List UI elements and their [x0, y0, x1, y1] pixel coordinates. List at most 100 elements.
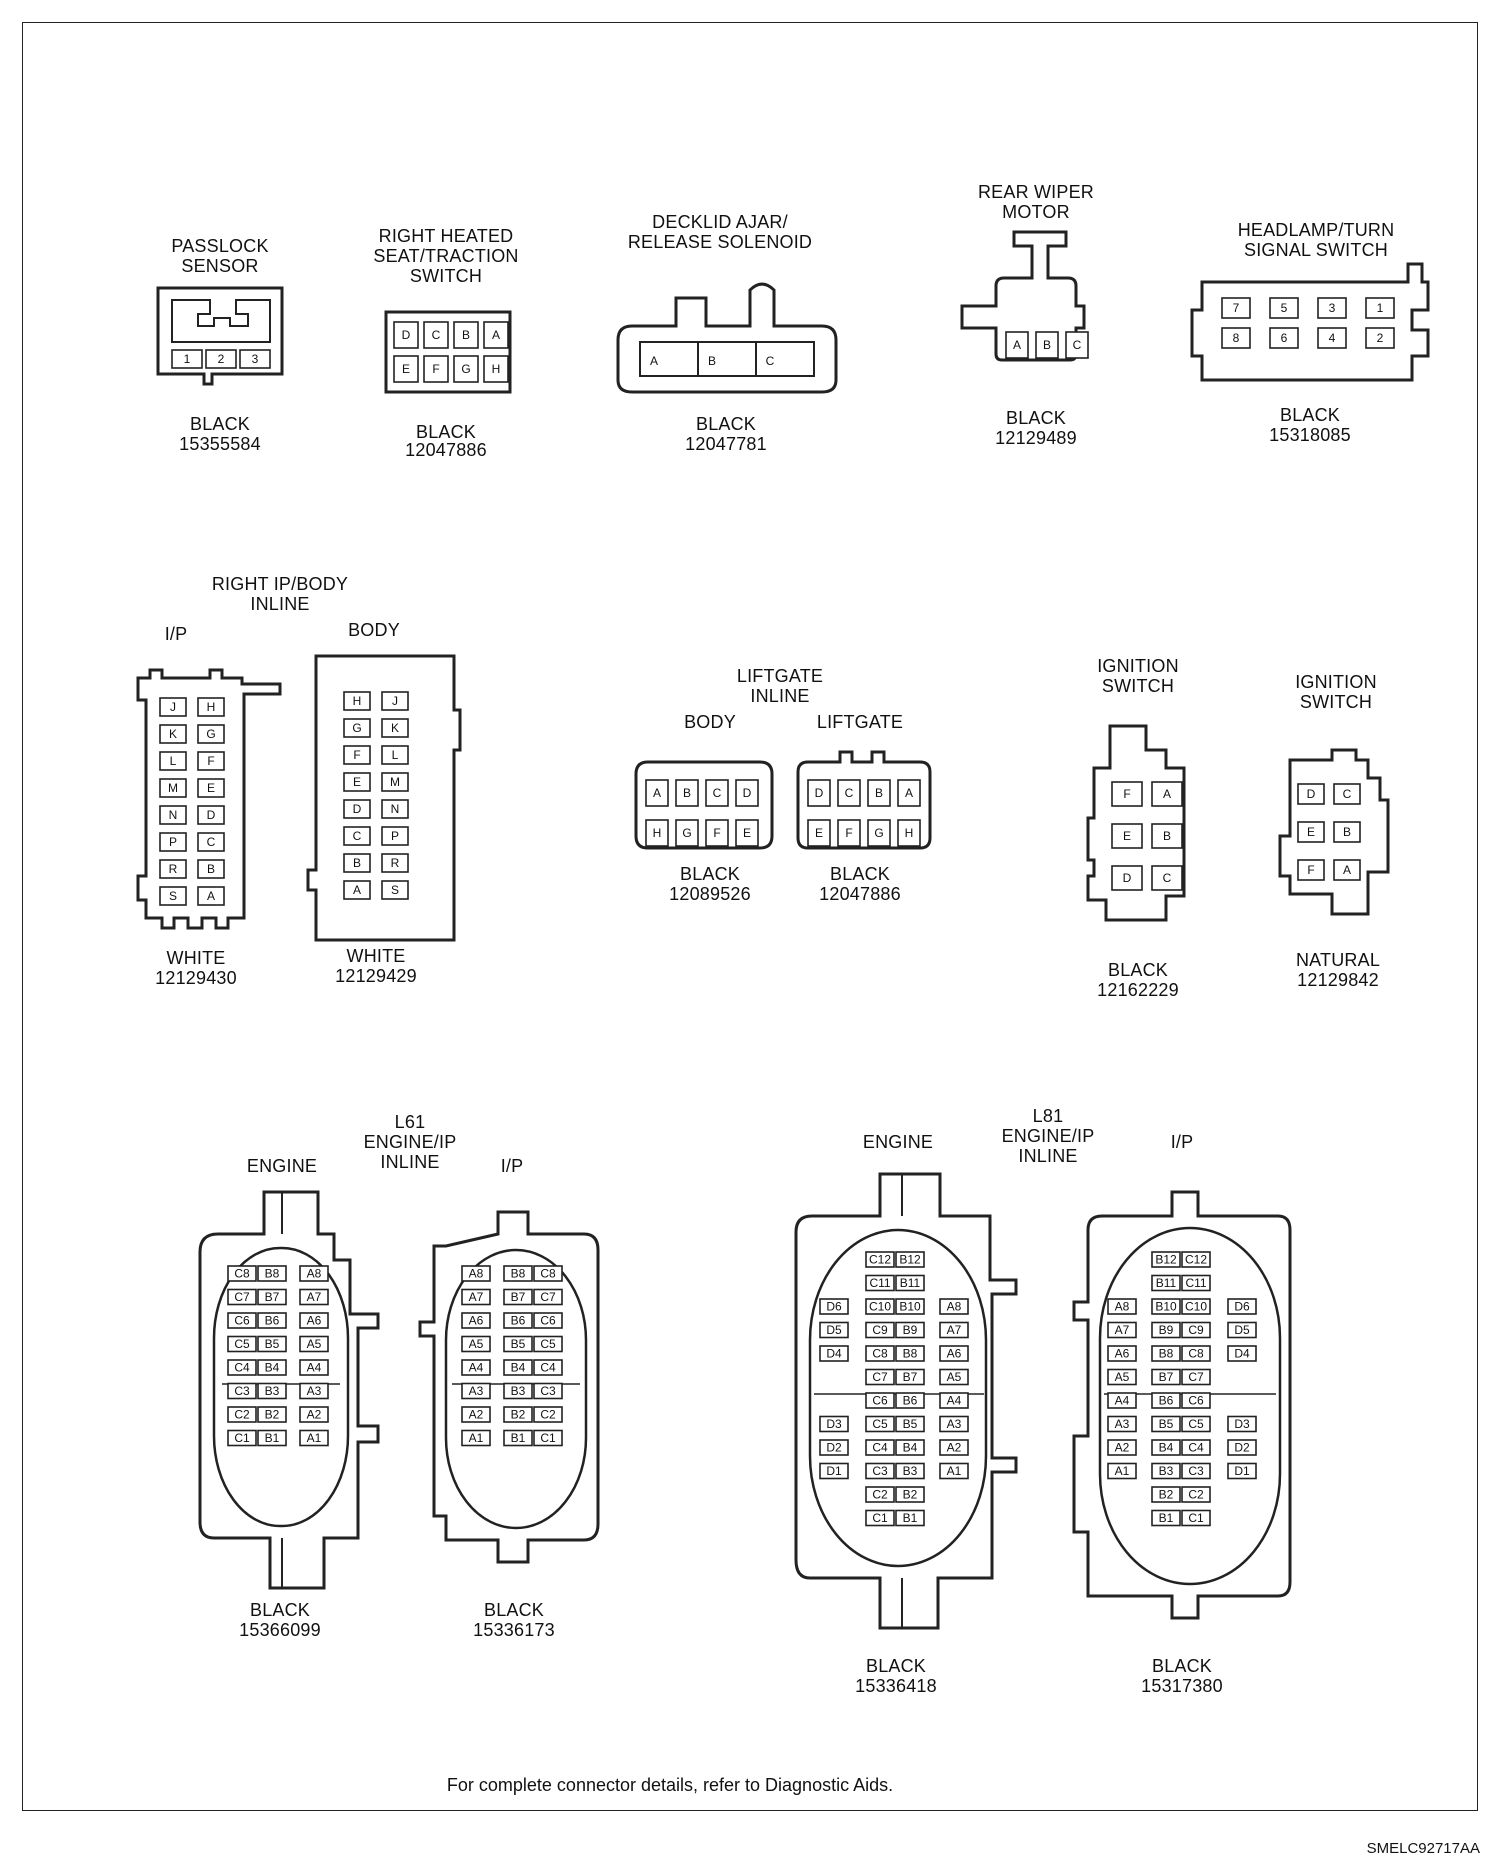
pin-label: B9: [1159, 1323, 1174, 1337]
pin-label: 7: [1233, 301, 1240, 315]
pin: A3: [939, 1415, 969, 1433]
pin: F: [197, 751, 225, 771]
pin: D5: [819, 1321, 849, 1339]
pin-label: N: [169, 808, 178, 822]
pin-label: E: [207, 781, 215, 795]
pin-label: B1: [511, 1431, 526, 1445]
pin: E: [807, 819, 831, 847]
pin-label: C6: [872, 1394, 888, 1408]
pin-label: B9: [903, 1323, 918, 1337]
pin: B9: [895, 1321, 925, 1339]
pin: C9: [1181, 1321, 1211, 1339]
pin: B2: [895, 1486, 925, 1503]
right-heated-seat-color: BLACK: [415, 422, 477, 442]
pin: D2: [819, 1439, 849, 1456]
pin: 7: [1221, 297, 1251, 319]
pin: A2: [939, 1439, 969, 1456]
pin: B: [867, 779, 891, 807]
l81-engine-color: BLACK: [865, 1656, 927, 1676]
right-ip-body-body-label: BODY: [348, 620, 400, 640]
pin-label: C: [713, 786, 722, 800]
pin: A: [1005, 331, 1029, 359]
pin-label: B10: [1155, 1300, 1177, 1314]
pin: A3: [461, 1382, 491, 1400]
pin-label: B: [207, 862, 215, 876]
pin-label: D4: [826, 1347, 842, 1361]
pin: C7: [533, 1288, 563, 1306]
pin: B3: [895, 1462, 925, 1480]
pin: F: [705, 819, 729, 847]
pin: A7: [939, 1321, 969, 1339]
pin: N: [381, 799, 409, 819]
pin-label: C6: [1188, 1394, 1204, 1408]
pin: C3: [865, 1462, 895, 1480]
right-ip-color: WHITE: [166, 948, 226, 968]
pin-label: F: [1123, 787, 1130, 801]
pin: B: [343, 853, 371, 873]
pin-label: C6: [540, 1314, 556, 1328]
pin: B6: [257, 1312, 287, 1329]
passlock-part: 15355584: [179, 434, 261, 454]
pin-label: H: [207, 700, 216, 714]
pin-label: A4: [307, 1361, 322, 1375]
pin: A: [1333, 859, 1361, 881]
pin: C3: [1181, 1462, 1211, 1480]
pin: E: [343, 772, 371, 792]
pin: A7: [461, 1288, 491, 1306]
pin-label: A: [905, 786, 913, 800]
pin: B6: [503, 1312, 533, 1329]
pin-label: C1: [872, 1511, 888, 1525]
pin-label: J: [392, 694, 398, 708]
pin-label: C: [766, 354, 775, 368]
pin-label: D3: [1234, 1417, 1250, 1431]
pin: B7: [503, 1288, 533, 1306]
pin-label: 4: [1329, 331, 1336, 345]
pin-label: D: [402, 328, 411, 342]
pin: D2: [1227, 1439, 1257, 1456]
pin-label: B8: [265, 1267, 280, 1281]
pin: C: [1151, 865, 1183, 891]
pin-label: B6: [265, 1314, 280, 1328]
pin: B4: [503, 1359, 533, 1376]
pin: A8: [1107, 1298, 1137, 1315]
pin: D4: [819, 1345, 849, 1362]
pin: C11: [1181, 1274, 1211, 1292]
pin-label: B: [1343, 825, 1351, 839]
pin: L: [159, 751, 187, 771]
l81-engine-part: 15336418: [855, 1676, 937, 1696]
pin: A2: [1107, 1439, 1137, 1456]
pin: C5: [227, 1335, 257, 1353]
pin-label: A1: [307, 1431, 322, 1445]
footnote: For complete connector details, refer to…: [446, 1775, 894, 1795]
pin-label: B: [708, 354, 716, 368]
pin: A: [650, 354, 658, 368]
passlock-color: BLACK: [189, 414, 251, 434]
pin: A: [645, 779, 669, 807]
pin-label: K: [169, 727, 177, 741]
pin-label: C8: [540, 1267, 556, 1281]
pin: 3: [239, 349, 271, 369]
pin-label: A: [353, 883, 361, 897]
pin-label: A7: [469, 1290, 484, 1304]
pin-label: B: [462, 328, 470, 342]
pin-label: D6: [826, 1300, 842, 1314]
pin-label: B12: [1155, 1253, 1177, 1267]
pin: C6: [533, 1312, 563, 1329]
pin-label: A5: [307, 1337, 322, 1351]
pin: A5: [461, 1335, 491, 1353]
pin-label: C5: [1188, 1417, 1204, 1431]
pin-label: C8: [1188, 1347, 1204, 1361]
pin-label: A1: [947, 1464, 962, 1478]
pin: A2: [461, 1406, 491, 1423]
pin: A6: [939, 1345, 969, 1362]
pin: C8: [1181, 1345, 1211, 1362]
pin-label: C4: [234, 1361, 250, 1375]
pin: E: [1111, 823, 1143, 849]
pin-label: A2: [1115, 1441, 1130, 1455]
pin-label: C9: [1188, 1323, 1204, 1337]
pin-label: A8: [947, 1300, 962, 1314]
pin: A7: [299, 1288, 329, 1306]
pin-label: B7: [265, 1290, 280, 1304]
headlamp-title: HEADLAMP/TURN SIGNAL SWITCH: [1237, 220, 1395, 260]
